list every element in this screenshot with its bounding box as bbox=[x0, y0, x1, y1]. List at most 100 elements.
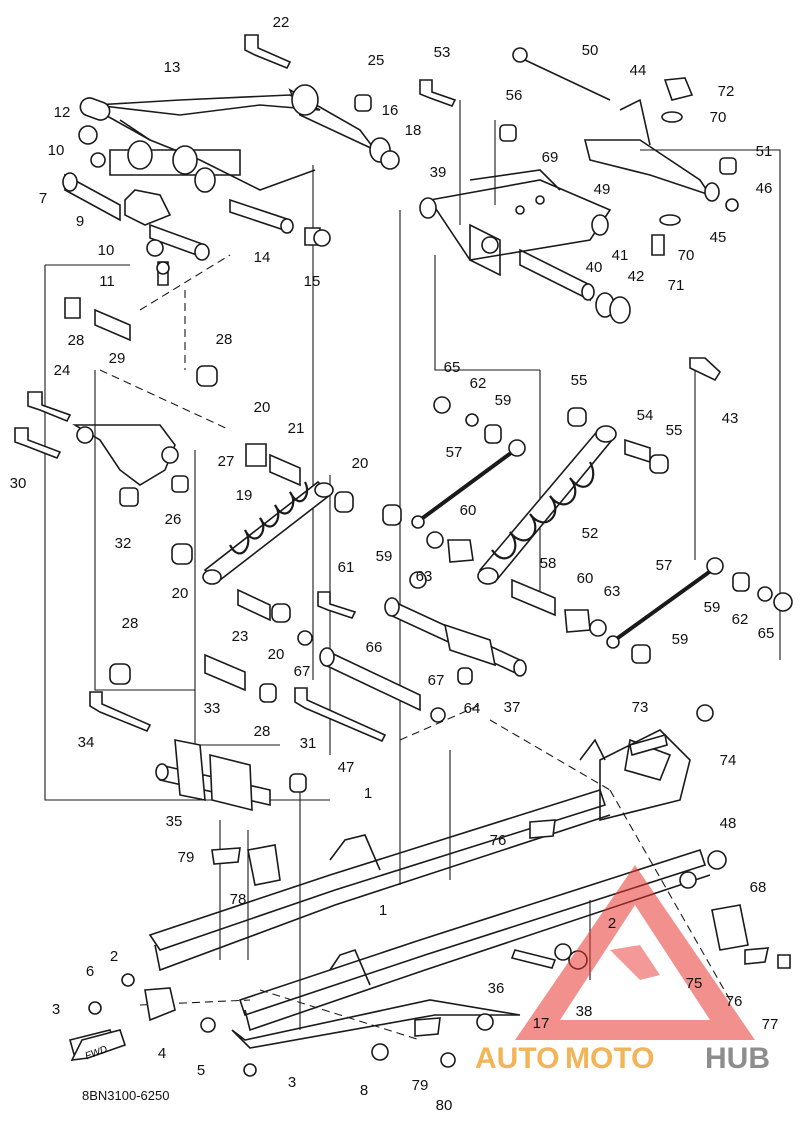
callout-c22: 22 bbox=[273, 14, 290, 31]
callout-c57b: 57 bbox=[656, 557, 673, 574]
lower-left-pivot bbox=[89, 653, 387, 812]
callout-c21: 21 bbox=[288, 420, 305, 437]
callout-c51: 51 bbox=[756, 143, 773, 160]
callout-c52: 52 bbox=[582, 525, 599, 542]
callout-c28a: 28 bbox=[68, 332, 85, 349]
center-pivot-shafts bbox=[297, 591, 527, 723]
callout-c40: 40 bbox=[586, 259, 603, 276]
callout-c8: 8 bbox=[360, 1082, 368, 1099]
callout-c41: 41 bbox=[612, 247, 629, 264]
callout-c29: 29 bbox=[109, 350, 126, 367]
callout-c3a: 3 bbox=[52, 1001, 60, 1018]
callout-c1b: 1 bbox=[379, 902, 387, 919]
callout-c55b: 55 bbox=[666, 422, 683, 439]
callout-c20b: 20 bbox=[352, 455, 369, 472]
callout-c23: 23 bbox=[232, 628, 249, 645]
callout-c12: 12 bbox=[54, 104, 71, 121]
callout-c68: 68 bbox=[750, 879, 767, 896]
brand-moto: MOTO bbox=[565, 1042, 654, 1075]
callout-c32: 32 bbox=[115, 535, 132, 552]
callout-c36: 36 bbox=[488, 980, 505, 997]
callout-c62a: 62 bbox=[470, 375, 487, 392]
callout-c27: 27 bbox=[218, 453, 235, 470]
callout-c1a: 1 bbox=[364, 785, 372, 802]
callout-c56: 56 bbox=[506, 87, 523, 104]
front-arm-assembly bbox=[62, 84, 391, 261]
callout-c7: 7 bbox=[39, 190, 47, 207]
callout-c63a: 63 bbox=[416, 568, 433, 585]
callout-c45: 45 bbox=[710, 229, 727, 246]
logo-triangle-icon bbox=[515, 865, 755, 1040]
callout-c6: 6 bbox=[86, 963, 94, 980]
brand-hub: HUB bbox=[705, 1042, 770, 1075]
callout-c24: 24 bbox=[54, 362, 71, 379]
callout-c62b: 62 bbox=[732, 611, 749, 628]
callout-c73: 73 bbox=[632, 699, 649, 716]
callout-c60a: 60 bbox=[460, 502, 477, 519]
callout-c43: 43 bbox=[722, 410, 739, 427]
callout-c26: 26 bbox=[165, 511, 182, 528]
upper-left-hardware bbox=[78, 34, 400, 286]
callout-c71: 71 bbox=[668, 277, 685, 294]
callout-c31: 31 bbox=[300, 735, 317, 752]
callout-c13: 13 bbox=[164, 59, 181, 76]
callout-c46: 46 bbox=[756, 180, 773, 197]
right-shock-absorber bbox=[477, 407, 669, 585]
callout-c75: 75 bbox=[686, 975, 703, 992]
brand-auto: AUTO bbox=[475, 1042, 559, 1075]
callout-c3b: 3 bbox=[288, 1074, 296, 1091]
callout-c5: 5 bbox=[197, 1062, 205, 1079]
callout-c58: 58 bbox=[540, 555, 557, 572]
callout-c49: 49 bbox=[594, 181, 611, 198]
automotohub-logo: AUTO MOTO HUB bbox=[475, 865, 770, 1075]
callout-c20a: 20 bbox=[254, 399, 271, 416]
callout-c16: 16 bbox=[382, 102, 399, 119]
fwd-arrow-icon: FWD bbox=[70, 1029, 127, 1062]
callout-c74: 74 bbox=[720, 752, 737, 769]
callout-c10b: 10 bbox=[98, 242, 115, 259]
callout-c14: 14 bbox=[254, 249, 271, 266]
callout-c38: 38 bbox=[576, 1003, 593, 1020]
middle-left-bracket bbox=[14, 297, 301, 565]
callout-c78: 78 bbox=[230, 891, 247, 908]
callout-c44: 44 bbox=[630, 62, 647, 79]
rear-arm-assembly bbox=[419, 47, 739, 382]
callout-c20d: 20 bbox=[268, 646, 285, 663]
callout-c39: 39 bbox=[430, 164, 447, 181]
guide-lines bbox=[44, 100, 781, 1041]
callout-c47: 47 bbox=[338, 759, 355, 776]
callout-c79b: 79 bbox=[412, 1077, 429, 1094]
callout-c20c: 20 bbox=[172, 585, 189, 602]
callout-c76a: 76 bbox=[490, 832, 507, 849]
callout-c33: 33 bbox=[204, 700, 221, 717]
callout-c18: 18 bbox=[405, 122, 422, 139]
callout-c77: 77 bbox=[762, 1016, 779, 1033]
callout-c37: 37 bbox=[504, 699, 521, 716]
callout-c80: 80 bbox=[436, 1097, 453, 1114]
slide-rails bbox=[148, 729, 711, 1049]
callout-c65b: 65 bbox=[758, 625, 775, 642]
callout-c61: 61 bbox=[338, 559, 355, 576]
callout-c67b: 67 bbox=[428, 672, 445, 689]
callout-c63b: 63 bbox=[604, 583, 621, 600]
callout-c67a: 67 bbox=[294, 663, 311, 680]
callout-c2b: 2 bbox=[608, 915, 616, 932]
callout-c64: 64 bbox=[464, 700, 481, 717]
callout-c70b: 70 bbox=[678, 247, 695, 264]
left-shock-absorber bbox=[202, 480, 354, 623]
callout-c17: 17 bbox=[533, 1015, 550, 1032]
callout-c50: 50 bbox=[582, 42, 599, 59]
callout-c55a: 55 bbox=[571, 372, 588, 389]
diagram-code: 8BN3100-6250 bbox=[82, 1088, 169, 1103]
callout-c53: 53 bbox=[434, 44, 451, 61]
callout-c79a: 79 bbox=[178, 849, 195, 866]
callout-c15: 15 bbox=[304, 273, 321, 290]
callout-c59b: 59 bbox=[376, 548, 393, 565]
callout-c35: 35 bbox=[166, 813, 183, 830]
callout-c28d: 28 bbox=[254, 723, 271, 740]
callout-c72: 72 bbox=[718, 83, 735, 100]
callout-c54: 54 bbox=[637, 407, 654, 424]
callout-c4: 4 bbox=[158, 1045, 166, 1062]
